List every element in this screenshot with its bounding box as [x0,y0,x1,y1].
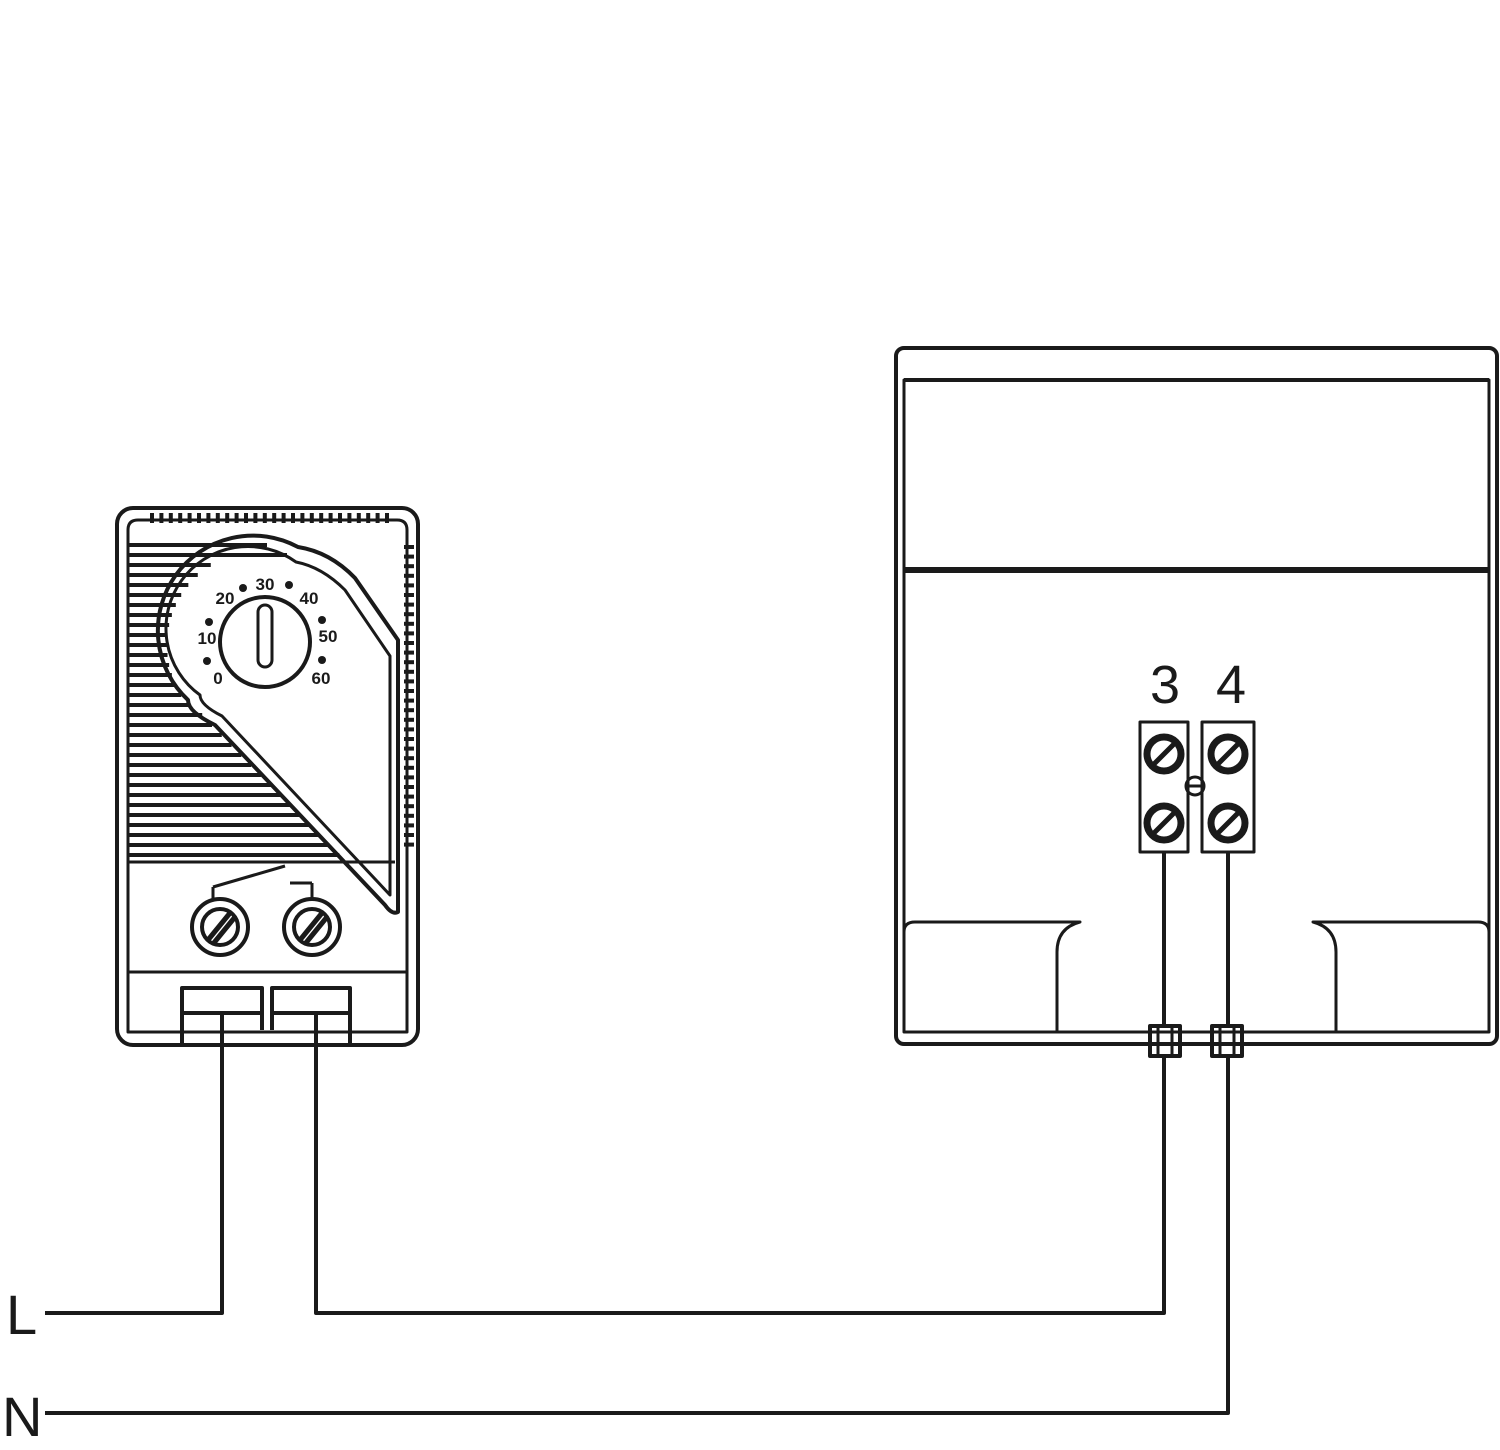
top-vent-slot [178,513,183,523]
right-vent-slot [404,708,414,713]
dial-scale-dots [203,581,326,665]
right-vent-slot [404,823,414,828]
wire-live [45,1013,224,1315]
right-vent-slot [404,737,414,741]
top-vent-slot [262,513,267,523]
right-vent-slot [404,669,414,674]
right-vent-slot [404,794,414,799]
right-vent-slot [404,631,414,636]
right-vent-slot [404,842,414,847]
right-vent-slot [404,554,414,559]
top-vent-slot [244,513,248,523]
wire-switched-live [314,1013,1166,1315]
right-vent-slot [404,679,414,684]
thermostat-inner-outline [126,518,409,1034]
right-vent-slot [404,602,414,607]
right-vent-slot [404,765,414,770]
top-vent-slot [319,513,324,523]
dial-label-40: 40 [300,589,319,608]
top-vent-slot [281,513,286,523]
right-vent-slot [404,785,414,789]
wiring [45,852,1230,1415]
top-vent-slot [309,513,314,523]
heater-foot-left [902,920,1082,1032]
right-vent-slot [404,660,414,665]
top-vent-slot [159,513,164,523]
right-vent-slot [404,689,414,693]
dial-housing [155,533,400,915]
thermostat-right-vents [404,545,414,847]
top-vent-slot [197,513,201,523]
heater-screw-4-top[interactable] [1207,733,1249,775]
heater-inner-frame [902,378,1491,1034]
heater-screw-3-top[interactable] [1143,733,1185,775]
top-vent-slot [187,513,192,523]
switch-symbol [211,864,314,900]
right-vent-slot [404,717,414,722]
dial-pointer [256,603,274,669]
thermostat: 0 10 20 30 40 50 60 [115,506,420,1047]
top-vent-slot [328,513,333,523]
right-vent-slot [404,698,414,703]
right-vent-slot [404,641,414,645]
right-vent-slot [404,583,414,588]
top-vent-slot [366,513,371,523]
thermostat-top-vents [150,513,389,523]
top-vent-slot [225,513,230,523]
dial-label-50: 50 [319,627,338,646]
top-vent-slot [150,513,154,523]
label-live: L [6,1283,37,1346]
dial-label-0: 0 [213,669,222,688]
thermostat-housing [115,506,420,1047]
top-vent-slot [385,513,389,523]
right-vent-slot [404,564,414,569]
top-vent-slot [215,513,220,523]
right-vent-slot [404,612,414,617]
right-vent-slot [404,775,414,780]
top-vent-slot [338,513,342,523]
heater-screw-3-bottom[interactable] [1143,802,1185,844]
dial-knob[interactable] [218,595,312,689]
terminal-block-bridge [1184,775,1206,797]
top-vent-slot [375,513,380,523]
dial-label-30: 30 [256,575,275,594]
right-vent-slot [404,650,414,655]
wire-neutral [45,1056,1230,1415]
right-vent-slot [404,727,414,732]
dial-label-20: 20 [216,589,235,608]
thermostat-screw-left[interactable] [190,897,250,957]
heater-screw-4-bottom[interactable] [1207,802,1249,844]
thermostat-clamp-right [270,986,352,1043]
right-vent-slot [404,746,414,751]
top-vent-slot [206,513,211,523]
top-vent-slot [291,513,295,523]
terminal-label-4: 4 [1216,655,1246,715]
top-vent-slot [168,513,173,523]
right-vent-slot [404,593,414,597]
top-vent-slot [347,513,352,523]
thermostat-screw-right[interactable] [282,897,342,957]
dial-label-10: 10 [198,629,217,648]
top-vent-slot [356,513,361,523]
heater: 3 4 [894,346,1499,1058]
dial-scale-labels: 0 10 20 30 40 50 60 [198,575,338,688]
top-vent-slot [234,513,239,523]
right-vent-slot [404,813,414,818]
right-vent-slot [404,621,414,626]
dial-housing-inner [164,544,392,897]
top-vent-slot [272,513,277,523]
right-vent-slot [404,804,414,809]
right-vent-slot [404,573,414,578]
heater-housing [894,346,1499,1046]
top-vent-slot [253,513,258,523]
label-neutral: N [2,1385,42,1448]
dial-label-60: 60 [312,669,331,688]
right-vent-slot [404,833,414,837]
top-vent-slot [300,513,305,523]
right-vent-slot [404,545,414,549]
right-vent-slot [404,756,414,761]
terminal-label-3: 3 [1150,655,1180,715]
heater-foot-right [1311,920,1491,1032]
